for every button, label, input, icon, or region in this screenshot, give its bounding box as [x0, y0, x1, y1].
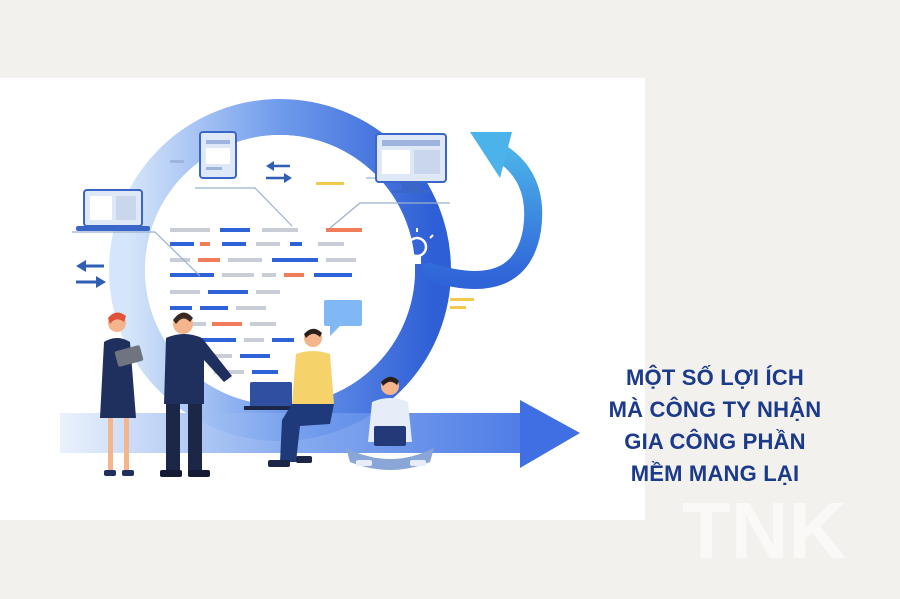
code-lines — [170, 228, 362, 374]
person-developer-crosslegged — [346, 376, 434, 470]
monitor-icon — [375, 133, 447, 193]
swap-arrows-icon — [76, 260, 106, 288]
person-businessman — [160, 312, 232, 477]
person-woman — [100, 312, 144, 476]
headline-line: MỀM MANG LẠI — [630, 461, 800, 486]
headline-line: GIA CÔNG PHẦN — [624, 429, 806, 454]
dash-mark — [316, 182, 344, 185]
tablet-icon — [199, 131, 237, 179]
dash-mark — [450, 306, 466, 309]
laptop-icon — [76, 189, 150, 231]
headline-line: MỘT SỐ LỢI ÍCH — [625, 365, 804, 390]
headline-line: MÀ CÔNG TY NHẬN — [608, 397, 822, 422]
cycle-arrow-icon — [421, 132, 543, 289]
person-developer-sitting — [244, 328, 334, 467]
headline: MỘT SỐ LỢI ÍCH MÀ CÔNG TY NHẬN GIA CÔNG … — [590, 362, 840, 490]
speech-bubble-icon — [324, 300, 362, 336]
lightbulb-icon — [400, 228, 434, 264]
watermark-logo: TNK — [682, 486, 847, 570]
dash-mark — [170, 160, 184, 163]
watermark-text: TNK — [682, 486, 847, 570]
dash-mark — [450, 298, 474, 301]
swap-arrows-icon — [266, 161, 292, 183]
